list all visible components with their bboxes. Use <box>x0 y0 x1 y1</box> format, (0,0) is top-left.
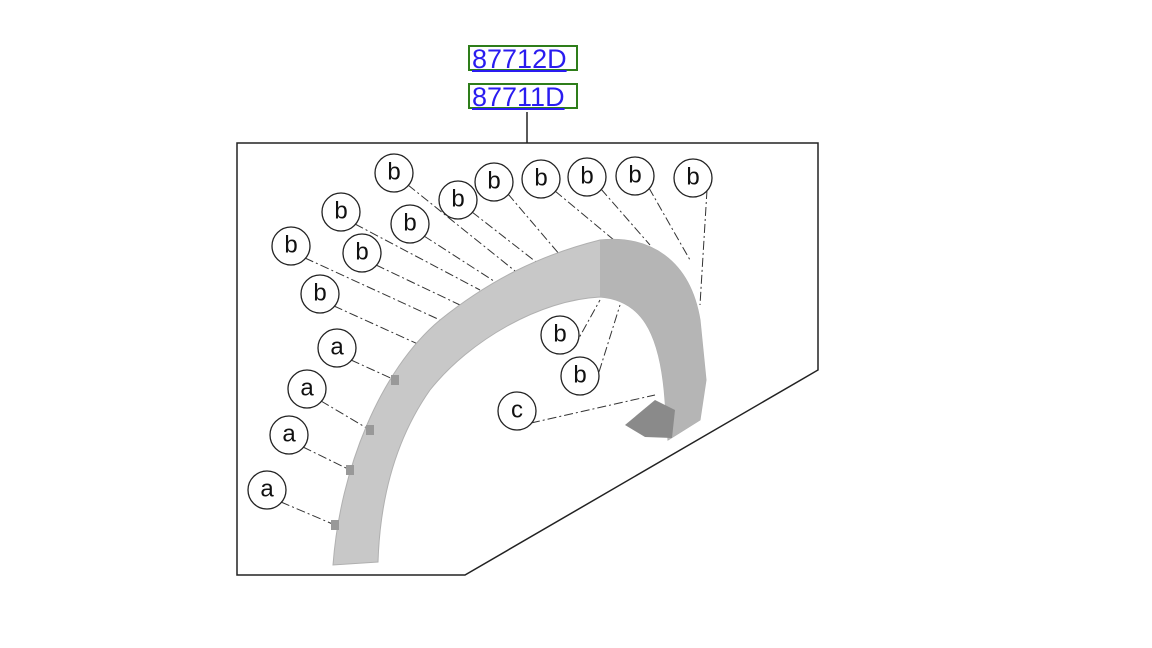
callout-label: b <box>313 280 326 307</box>
callout-label: b <box>553 321 566 348</box>
callout-b: b <box>567 157 607 197</box>
leader-line <box>280 501 336 526</box>
callout-circle <box>269 415 309 455</box>
leader-line <box>354 223 481 291</box>
callout-circle <box>271 226 311 266</box>
callout-circle <box>321 192 361 232</box>
callout-label: b <box>403 210 416 237</box>
leader-line <box>554 190 621 246</box>
callout-label: b <box>355 239 368 266</box>
part-link-87711D[interactable]: 87711D <box>468 83 578 111</box>
callout-circle <box>374 153 414 193</box>
callout-b: b <box>438 180 478 220</box>
diagram-frame <box>236 142 819 576</box>
callout-c: c <box>497 391 537 431</box>
part-link-87712D[interactable]: 87712D <box>468 45 578 73</box>
callout-label: a <box>330 334 344 361</box>
leader-line <box>304 257 441 321</box>
callout-label: b <box>487 168 500 195</box>
clip-a <box>331 520 339 530</box>
leader-line <box>320 400 371 431</box>
callout-label: b <box>451 186 464 213</box>
callout-a: a <box>287 369 327 409</box>
callout-circle <box>317 328 357 368</box>
callout-circle <box>540 315 580 355</box>
callout-b: b <box>673 158 713 198</box>
callout-label: b <box>580 163 593 190</box>
leader-line <box>423 235 501 286</box>
callout-label: a <box>260 476 274 503</box>
callout-b: b <box>342 233 382 273</box>
fender-inner-shade <box>600 239 706 440</box>
callout-label: a <box>282 421 296 448</box>
callout-label: b <box>686 164 699 191</box>
leader-line <box>333 305 421 346</box>
leader-line <box>600 188 651 246</box>
clip-a <box>346 465 354 475</box>
callout-circle <box>497 391 537 431</box>
callout-b: b <box>615 156 655 196</box>
clips <box>331 375 399 530</box>
bracket-part <box>625 400 675 438</box>
callout-label: b <box>534 165 547 192</box>
callout-circle <box>615 156 655 196</box>
leader-line <box>507 193 561 256</box>
callout-circle <box>438 180 478 220</box>
callout-b: b <box>540 315 580 355</box>
callout-label: b <box>573 362 586 389</box>
callout-b: b <box>374 153 414 193</box>
leader-line <box>471 211 541 266</box>
callout-b: b <box>271 226 311 266</box>
callout-label: b <box>334 198 347 225</box>
callout-circle <box>247 470 287 510</box>
leader-line <box>407 184 521 276</box>
callout-b: b <box>300 274 340 314</box>
callout-a: a <box>269 415 309 455</box>
callout-circle <box>560 356 600 396</box>
callout-circle <box>342 233 382 273</box>
callout-circle <box>390 204 430 244</box>
callout-label: b <box>284 232 297 259</box>
leader-line <box>375 264 461 306</box>
clip-a <box>366 425 374 435</box>
leader-line <box>593 304 621 389</box>
leader-line <box>530 394 656 424</box>
leader-line <box>648 187 691 261</box>
callout-circle <box>567 157 607 197</box>
callout-b: b <box>521 159 561 199</box>
callout-label: b <box>387 159 400 186</box>
callout-a: a <box>247 470 287 510</box>
callout-a: a <box>317 328 357 368</box>
callout-circle <box>521 159 561 199</box>
callout-circle <box>673 158 713 198</box>
callout-label: c <box>511 397 523 424</box>
callout-b: b <box>390 204 430 244</box>
callout-b: b <box>560 356 600 396</box>
callout-b: b <box>321 192 361 232</box>
callout-b: b <box>474 162 514 202</box>
callout-label: a <box>300 375 314 402</box>
callout-circle <box>474 162 514 202</box>
leader-line <box>350 359 396 381</box>
leader-line <box>699 189 708 306</box>
callout-circle <box>300 274 340 314</box>
callout-circle <box>287 369 327 409</box>
callout-label: b <box>628 162 641 189</box>
clip-a <box>391 375 399 385</box>
leader-line <box>302 446 351 471</box>
